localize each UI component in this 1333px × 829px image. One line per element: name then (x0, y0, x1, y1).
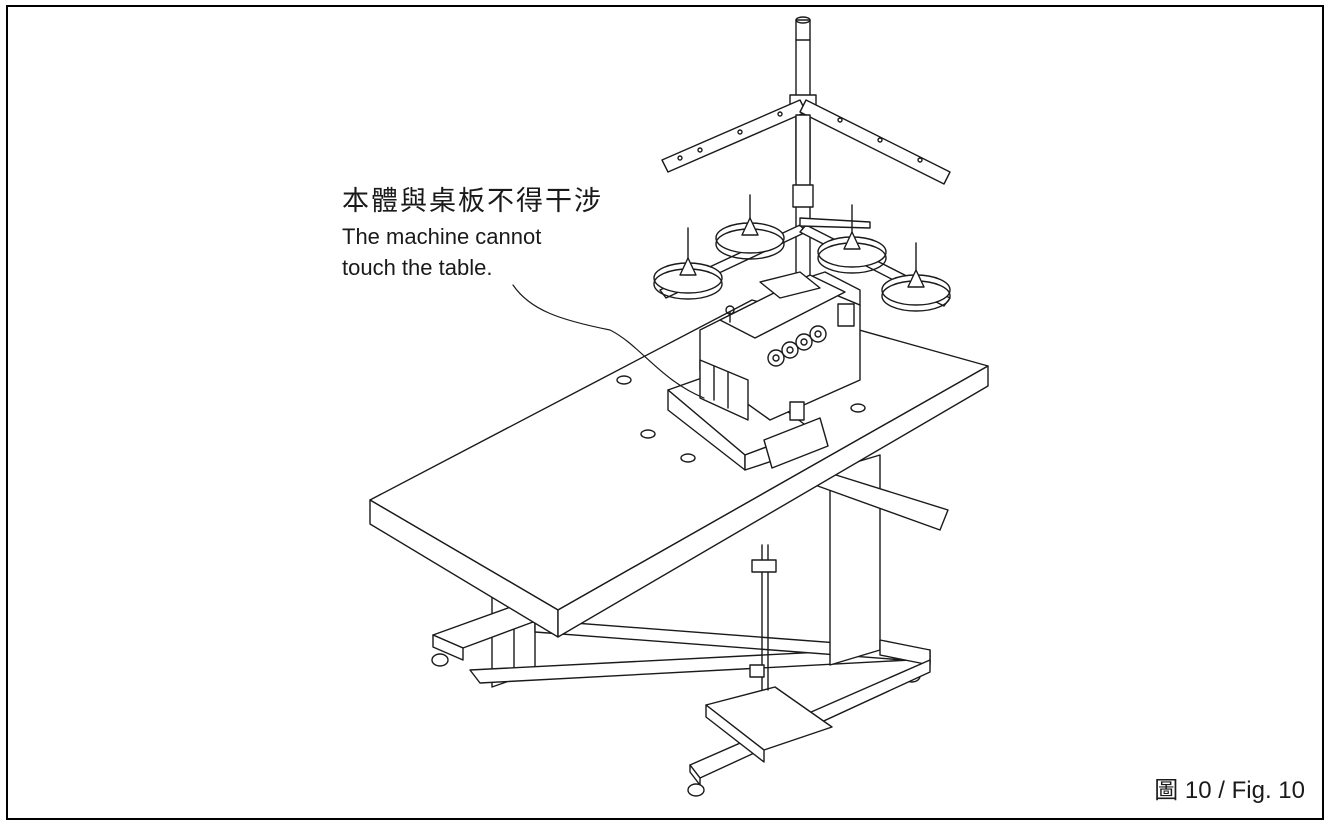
callout-leader-line (513, 285, 704, 398)
callout-english-line-2: touch the table. (342, 255, 493, 280)
overlock-sewing-machine (668, 272, 860, 470)
thread-stand (660, 17, 950, 306)
callout-chinese: 本體與桌板不得干涉 (342, 186, 603, 217)
figure-caption: 圖 10 / Fig. 10 (1154, 777, 1305, 804)
callout-english-line-1: The machine cannot (342, 224, 542, 249)
spool-holders (654, 195, 950, 311)
callout-text: 本體與桌板不得干涉 The machine cannot touch the t… (342, 183, 603, 283)
table-top (370, 300, 988, 637)
figure-frame (6, 5, 1324, 820)
